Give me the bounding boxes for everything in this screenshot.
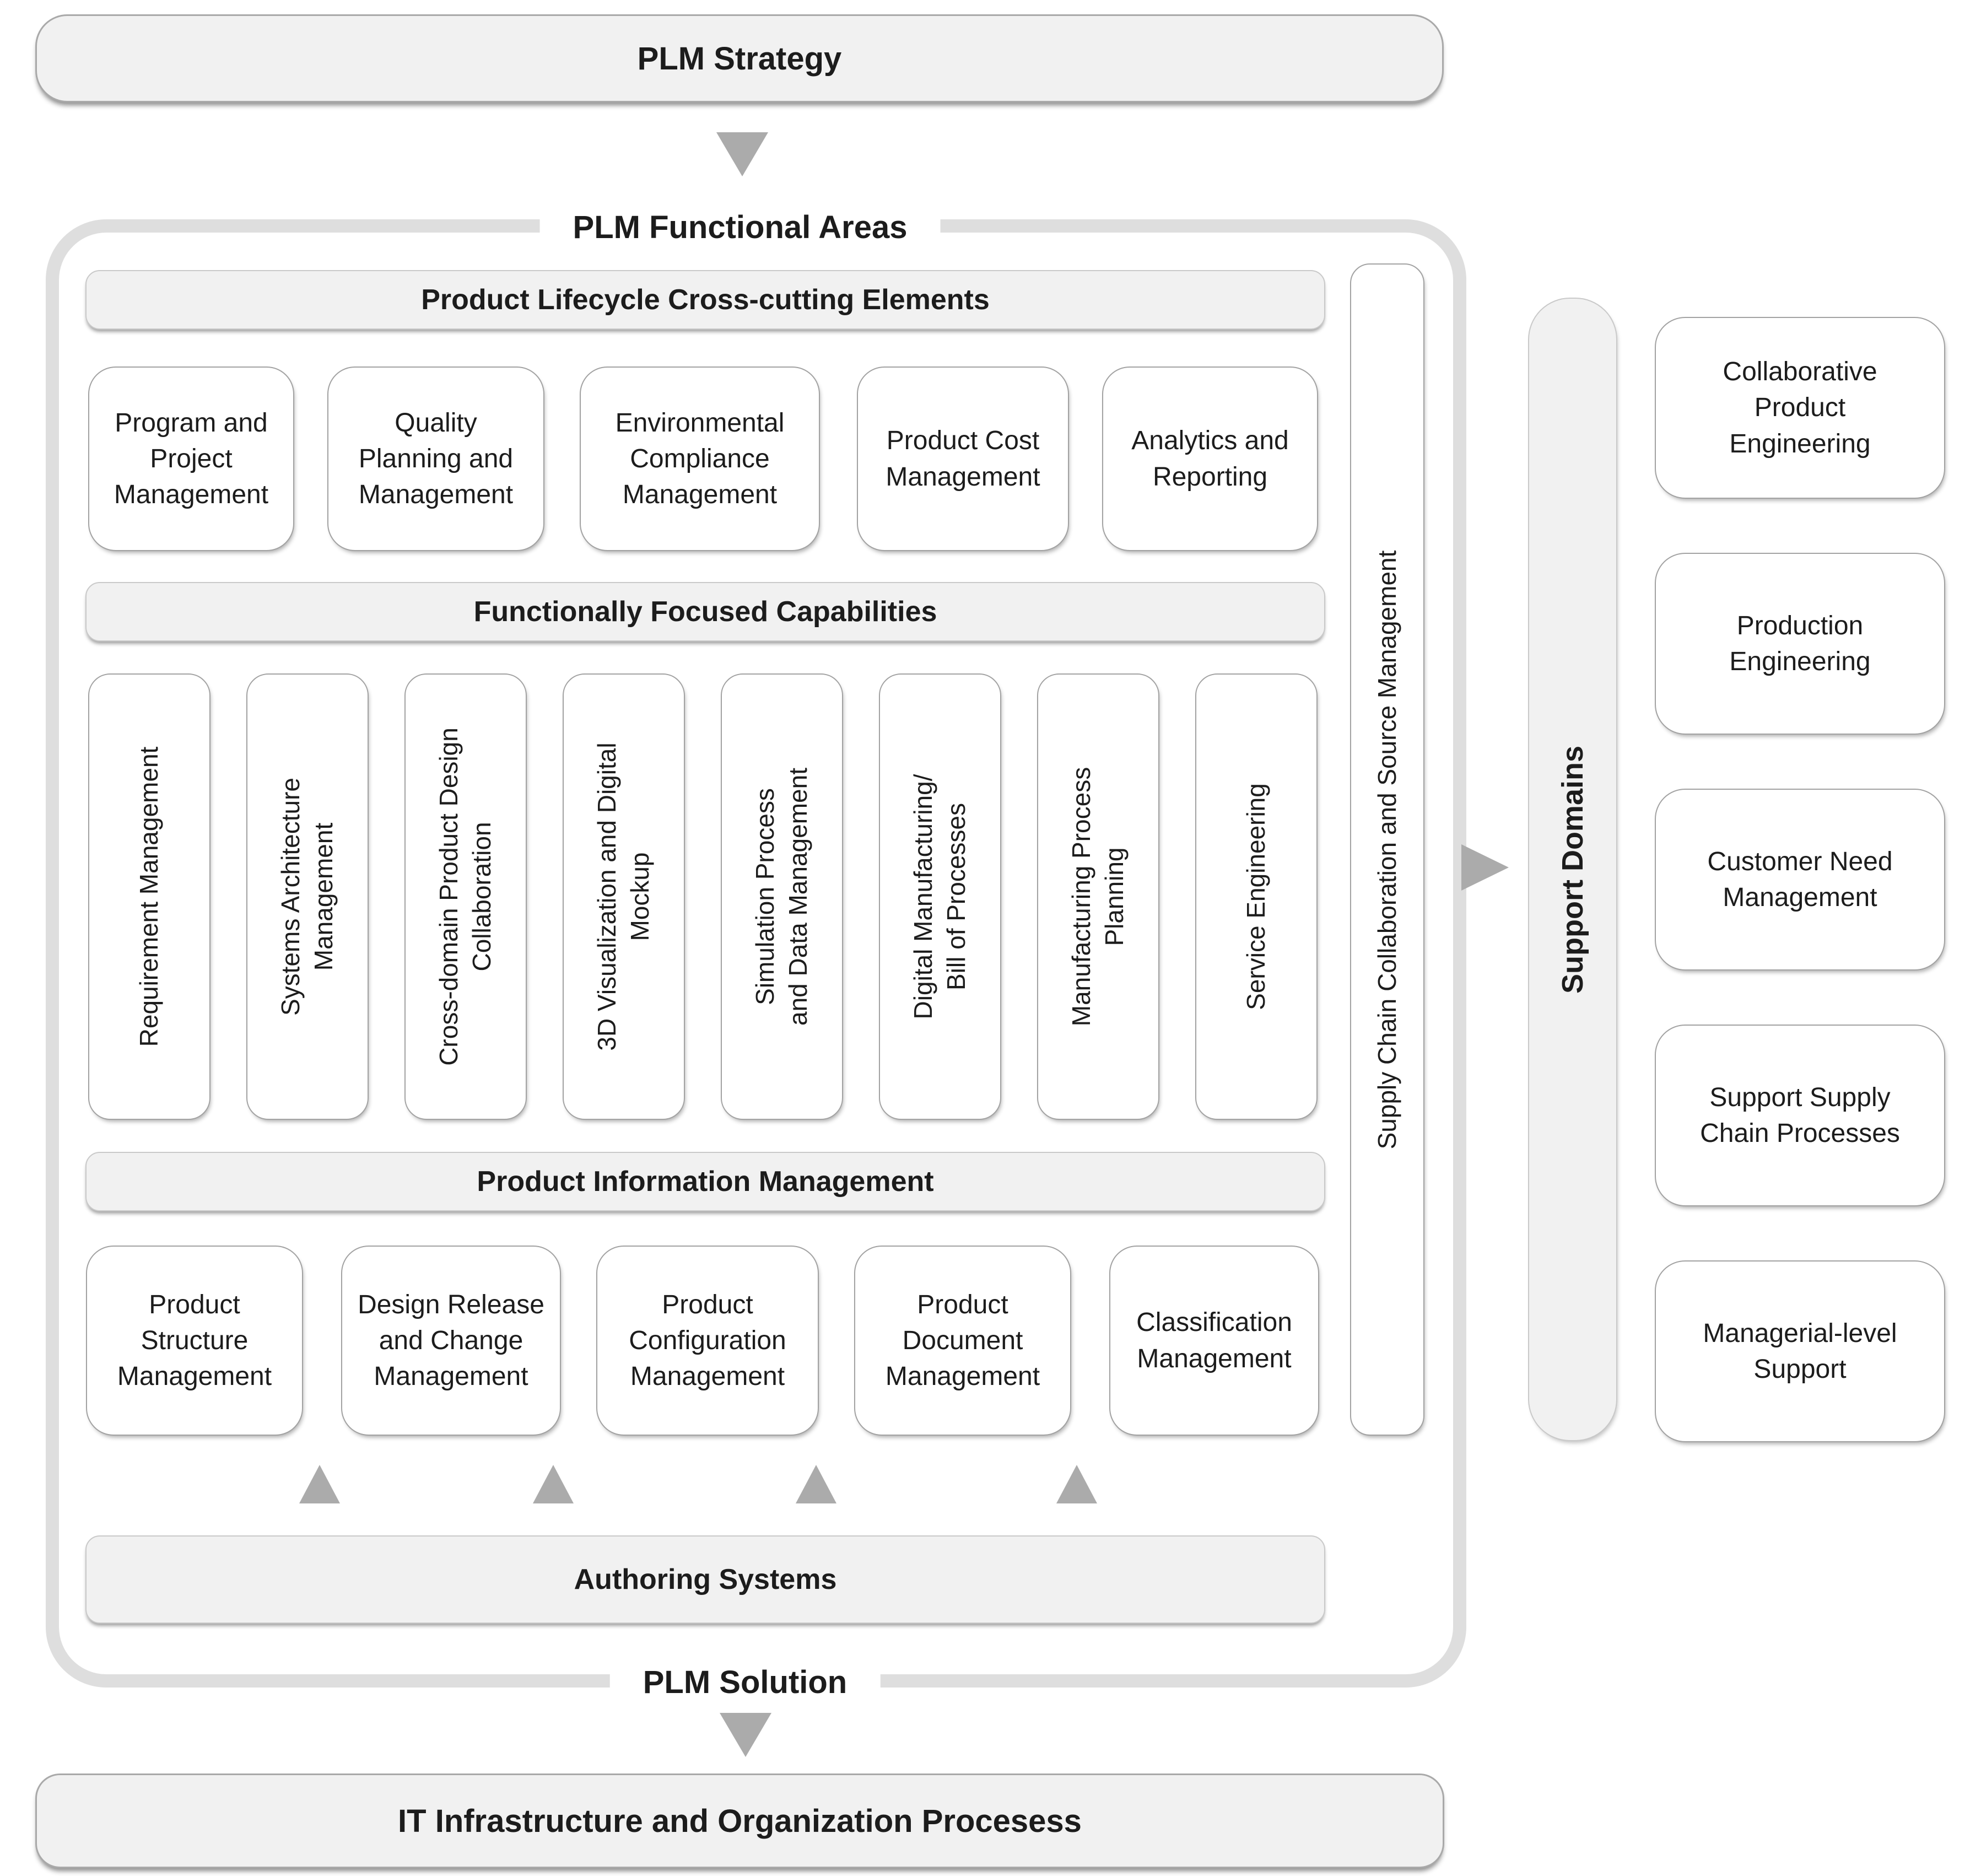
it-infrastructure-label: IT Infrastructure and Organization Proce… [398, 1803, 1082, 1839]
arrow-down-solution-icon [720, 1713, 771, 1757]
box-production-engineering: Production Engineering [1655, 553, 1945, 735]
box-label: Product Cost Management [886, 426, 1040, 492]
box-analytics-reporting: Analytics and Reporting [1102, 366, 1318, 551]
information-header: Product Information Management [85, 1152, 1325, 1211]
box-design-release-change-management: Design Release and Change Management [341, 1246, 561, 1436]
capability-label: Service Engineering [1242, 783, 1271, 1010]
capability-label: Digital Manufacturing/ Bill of Processes [909, 774, 970, 1020]
plm-solution-title-text: PLM Solution [643, 1664, 848, 1700]
box-product-structure-management: Product Structure Management [86, 1246, 303, 1436]
information-header-label: Product Information Management [477, 1166, 934, 1198]
plm-strategy-label: PLM Strategy [637, 40, 842, 77]
it-infrastructure-box: IT Infrastructure and Organization Proce… [35, 1773, 1444, 1868]
capability-3d-visualization-digital-mockup: 3D Visualization and Digital Mockup [563, 673, 685, 1120]
plm-solution-title: PLM Solution [609, 1658, 881, 1706]
box-program-project-management: Program and Project Management [88, 366, 294, 551]
capability-label: Manufacturing Process Planning [1067, 767, 1129, 1027]
capability-digital-manufacturing-bill-of-processes: Digital Manufacturing/ Bill of Processes [879, 673, 1001, 1120]
box-support-supply-chain-processes: Support Supply Chain Processes [1655, 1025, 1945, 1206]
box-quality-planning-management: Quality Planning and Management [327, 366, 544, 551]
box-customer-need-management: Customer Need Management [1655, 789, 1945, 971]
capability-simulation-process-data-management: Simulation Process and Data Management [721, 673, 843, 1120]
box-environmental-compliance-management: Environmental Compliance Management [580, 366, 820, 551]
cross-cutting-header: Product Lifecycle Cross-cutting Elements [85, 270, 1325, 330]
box-product-configuration-management: Product Configuration Management [596, 1246, 819, 1436]
support-domains-bar: Support Domains [1528, 298, 1617, 1441]
capability-label: Simulation Process and Data Management [751, 768, 812, 1026]
capability-systems-architecture-management: Systems Architecture Management [246, 673, 369, 1120]
arrow-down-strategy-icon [716, 132, 768, 176]
supply-chain-collaboration-label: Supply Chain Collaboration and Source Ma… [1372, 550, 1401, 1149]
box-label: Environmental Compliance Management [615, 408, 785, 510]
capability-label: Requirement Management [134, 746, 164, 1047]
box-label: Analytics and Reporting [1131, 426, 1289, 492]
box-label: Managerial-level Support [1703, 1318, 1897, 1384]
box-label: Quality Planning and Management [358, 408, 514, 510]
capability-label: Systems Architecture Management [276, 777, 338, 1016]
capability-manufacturing-process-planning: Manufacturing Process Planning [1037, 673, 1159, 1120]
plm-strategy-box: PLM Strategy [35, 14, 1444, 103]
capability-cross-domain-design-collaboration: Cross-domain Product Design Collaboratio… [404, 673, 527, 1120]
support-domains-label: Support Domains [1556, 745, 1589, 994]
box-label: Product Structure Management [117, 1290, 272, 1392]
capability-service-engineering: Service Engineering [1195, 673, 1318, 1120]
plm-functional-areas-title-text: PLM Functional Areas [573, 209, 908, 245]
capabilities-header: Functionally Focused Capabilities [85, 582, 1325, 641]
plm-functional-areas-title: PLM Functional Areas [539, 203, 941, 251]
authoring-systems-bar: Authoring Systems [85, 1535, 1325, 1624]
capability-requirement-management: Requirement Management [88, 673, 210, 1120]
capability-label: Cross-domain Product Design Collaboratio… [434, 727, 496, 1066]
box-collaborative-product-engineering: Collaborative Product Engineering [1655, 317, 1945, 499]
arrow-right-support-icon [1461, 844, 1509, 891]
box-label: Collaborative Product Engineering [1723, 357, 1877, 459]
capabilities-header-label: Functionally Focused Capabilities [473, 596, 937, 628]
box-label: Program and Project Management [114, 408, 269, 510]
box-label: Product Configuration Management [629, 1290, 786, 1392]
box-managerial-level-support: Managerial-level Support [1655, 1260, 1945, 1442]
box-product-cost-management: Product Cost Management [857, 366, 1069, 551]
supply-chain-collaboration-bar: Supply Chain Collaboration and Source Ma… [1350, 263, 1424, 1436]
box-label: Customer Need Management [1707, 847, 1893, 912]
box-classification-management: Classification Management [1109, 1246, 1319, 1436]
authoring-systems-label: Authoring Systems [574, 1564, 837, 1595]
capability-label: 3D Visualization and Digital Mockup [592, 742, 654, 1051]
box-product-document-management: Product Document Management [854, 1246, 1071, 1436]
box-label: Design Release and Change Management [358, 1290, 544, 1392]
box-label: Product Document Management [885, 1290, 1040, 1392]
box-label: Production Engineering [1729, 611, 1871, 676]
cross-cutting-header-label: Product Lifecycle Cross-cutting Elements [421, 284, 990, 316]
box-label: Support Supply Chain Processes [1700, 1082, 1900, 1148]
box-label: Classification Management [1136, 1308, 1292, 1373]
